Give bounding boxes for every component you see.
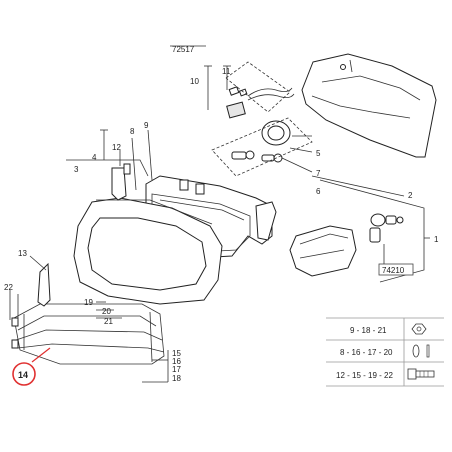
callout-11: 11: [222, 67, 231, 76]
callout-22: 22: [4, 283, 13, 292]
assembly-bracket-1: [319, 179, 430, 283]
callout-21: 21: [104, 317, 113, 326]
callout-9: 9: [144, 121, 149, 130]
callout-15: 15: [172, 349, 181, 358]
callout-19: 19: [84, 298, 93, 307]
callout-6: 6: [316, 187, 321, 196]
ref-code-box: 74210: [378, 263, 414, 276]
callout-17: 17: [172, 365, 181, 374]
callout-5: 5: [316, 149, 321, 158]
callout-10: 10: [190, 77, 199, 86]
callout-2: 2: [408, 191, 413, 200]
highlight-ring: [12, 362, 36, 386]
fastener-legend: 9 - 18 - 21 8 - 16 - 17 - 20 12 - 15 - 1…: [326, 317, 444, 387]
highlight-callout-14: 14: [12, 347, 51, 386]
callout-7: 7: [316, 169, 321, 178]
bracket-19-21: [96, 301, 122, 319]
top-ref-code: 72517: [172, 45, 195, 54]
callout-8: 8: [130, 127, 135, 136]
bracket-15-18: [142, 350, 169, 383]
mount-bracket-part: [66, 129, 153, 201]
connector-group: [204, 61, 295, 119]
legend-row-3-text: 12 - 15 - 19 - 22: [336, 371, 393, 380]
callout-4: 4: [92, 153, 97, 162]
callout-16: 16: [172, 357, 181, 366]
headlamp-bezel-part: [73, 197, 223, 305]
indicator-lamp-part: [289, 213, 404, 277]
callout-20: 20: [102, 307, 111, 316]
callout-13: 13: [18, 249, 27, 258]
grille-guard-part: [9, 255, 165, 365]
nut-icon: [411, 323, 427, 335]
callout-labels: 1 2 3 4 5 6 7 8 9 10 11 12 13 15 16 17 1…: [4, 67, 439, 383]
bolt-icon: [407, 368, 435, 380]
callout-18: 18: [172, 374, 181, 383]
callout-1: 1: [434, 235, 439, 244]
washer-icon: [412, 344, 430, 358]
callout-12: 12: [112, 143, 121, 152]
bulb-group: [211, 117, 313, 177]
callout-3: 3: [74, 165, 79, 174]
highlight-label: 14: [18, 370, 28, 380]
top-ref-label: 72517: [170, 45, 206, 54]
ref-code-text: 74210: [382, 266, 405, 275]
legend-row-2-text: 8 - 16 - 17 - 20: [340, 348, 393, 357]
headlamp-cover-part: [301, 53, 437, 158]
legend-row-1-text: 9 - 18 - 21: [350, 326, 387, 335]
